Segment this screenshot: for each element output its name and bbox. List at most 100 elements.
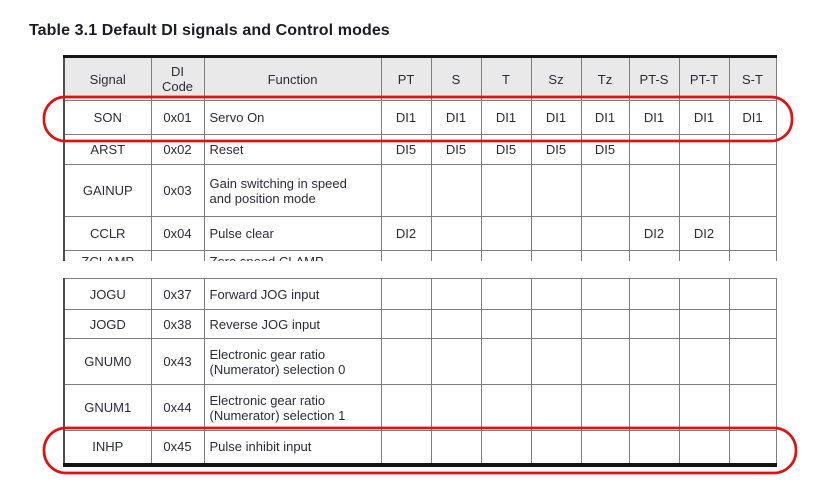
table-row-jogu: JOGU 0x37 Forward JOG input	[63, 278, 777, 310]
cell-mode	[480, 278, 532, 310]
cell-mode	[380, 309, 432, 339]
column-header-function: Function	[203, 56, 382, 101]
cell-function: Pulse clear	[203, 216, 382, 251]
cell-mode: DI5	[380, 134, 432, 165]
cell-mode	[430, 278, 482, 310]
cell-mode	[480, 430, 532, 465]
cell-mode	[628, 164, 680, 217]
table-row-gainup: GAINUP 0x03 Gain switching in speed and …	[63, 164, 777, 217]
cell-function: Reset	[203, 134, 382, 165]
cell-function: Reverse JOG input	[203, 309, 382, 339]
cell-mode	[728, 384, 777, 431]
cell-mode	[530, 216, 582, 251]
header-row: Signal DI Code Function PT S T Sz Tz PT-…	[63, 56, 777, 101]
cell-mode: DI1	[678, 100, 730, 135]
cell-mode: DI2	[380, 216, 432, 251]
cell-mode	[628, 278, 680, 310]
column-header-pt-t: PT-T	[678, 56, 730, 101]
cell-mode: DI1	[628, 100, 680, 135]
table-row-gnum1: GNUM1 0x44 Electronic gear ratio (Numera…	[63, 384, 777, 431]
cell-mode	[728, 278, 777, 310]
cell-mode	[380, 250, 432, 261]
cell-mode	[628, 384, 680, 431]
column-header-s: S	[430, 56, 482, 101]
cell-mode	[678, 338, 730, 385]
cell-mode	[628, 250, 680, 261]
table-row-jogd: JOGD 0x38 Reverse JOG input	[63, 309, 777, 339]
cell-mode	[580, 430, 630, 465]
cell-mode	[728, 309, 777, 339]
cell-mode	[430, 216, 482, 251]
cell-mode: DI1	[580, 100, 630, 135]
cell-function-clipped: Zero speed CLAMP	[203, 250, 382, 261]
cell-mode	[678, 134, 730, 165]
table-row-cclr: CCLR 0x04 Pulse clear DI2 DI2 DI2	[63, 216, 777, 251]
cell-mode: DI1	[380, 100, 432, 135]
column-header-sz: Sz	[530, 56, 582, 101]
cell-mode	[480, 250, 532, 261]
cell-mode	[430, 384, 482, 431]
cell-mode	[380, 384, 432, 431]
cell-mode	[430, 164, 482, 217]
cell-mode: DI2	[678, 216, 730, 251]
table-row-clipped: ZCLAMP Zero speed CLAMP	[63, 250, 777, 261]
cell-mode	[678, 384, 730, 431]
table-upper-clip-region: Signal DI Code Function PT S T Sz Tz PT-…	[63, 55, 779, 261]
cell-mode	[430, 430, 482, 465]
table-title: Table 3.1 Default DI signals and Control…	[29, 22, 390, 39]
cell-mode: DI1	[430, 100, 482, 135]
cell-mode	[678, 430, 730, 465]
table-row-son: SON 0x01 Servo On DI1 DI1 DI1 DI1 DI1 DI…	[63, 100, 777, 135]
cell-mode	[430, 338, 482, 385]
cell-mode	[580, 216, 630, 251]
cell-signal: ARST	[63, 134, 152, 165]
cell-mode	[480, 164, 532, 217]
cell-mode	[678, 278, 730, 310]
cell-mode: DI5	[430, 134, 482, 165]
cell-mode: DI1	[480, 100, 532, 135]
cell-mode	[380, 278, 432, 310]
cell-mode: DI1	[728, 100, 777, 135]
cell-mode	[380, 338, 432, 385]
cell-mode: DI2	[628, 216, 680, 251]
cell-function: Pulse inhibit input	[203, 430, 382, 465]
cell-function: Gain switching in speed and position mod…	[203, 164, 382, 217]
cell-mode	[728, 250, 777, 261]
cell-mode	[728, 430, 777, 465]
cell-mode	[728, 164, 777, 217]
cell-mode: DI5	[480, 134, 532, 165]
cell-signal: GNUM0	[63, 338, 152, 385]
cell-signal: JOGU	[63, 278, 152, 310]
cell-di-code: 0x37	[150, 278, 205, 310]
cell-di-code: 0x43	[150, 338, 205, 385]
cell-mode	[728, 216, 777, 251]
cell-mode	[480, 384, 532, 431]
table-row-arst: ARST 0x02 Reset DI5 DI5 DI5 DI5 DI5	[63, 134, 777, 165]
cell-mode	[480, 309, 532, 339]
table-lower-clip-region: JOGU 0x37 Forward JOG input JOGD 0x38 Re…	[63, 278, 779, 470]
cell-di-code-clipped	[150, 250, 205, 261]
cell-signal: GNUM1	[63, 384, 152, 431]
cell-mode	[530, 384, 582, 431]
cell-mode: DI1	[530, 100, 582, 135]
column-header-signal: Signal	[63, 56, 152, 101]
cell-signal: INHP	[63, 430, 152, 465]
cell-signal: SON	[63, 100, 152, 135]
cell-mode	[678, 309, 730, 339]
cell-di-code: 0x45	[150, 430, 205, 465]
cell-mode	[530, 278, 582, 310]
cell-mode	[678, 250, 730, 261]
cell-mode	[728, 338, 777, 385]
di-signals-table-upper: Signal DI Code Function PT S T Sz Tz PT-…	[63, 55, 777, 261]
cell-mode: DI5	[580, 134, 630, 165]
cell-signal: CCLR	[63, 216, 152, 251]
cell-function: Electronic gear ratio (Numerator) select…	[203, 384, 382, 431]
cell-mode	[380, 430, 432, 465]
cell-di-code: 0x03	[150, 164, 205, 217]
cell-di-code: 0x04	[150, 216, 205, 251]
table-row-gnum0: GNUM0 0x43 Electronic gear ratio (Numera…	[63, 338, 777, 385]
cell-mode	[530, 250, 582, 261]
column-header-pt: PT	[380, 56, 432, 101]
cell-mode	[530, 309, 582, 339]
